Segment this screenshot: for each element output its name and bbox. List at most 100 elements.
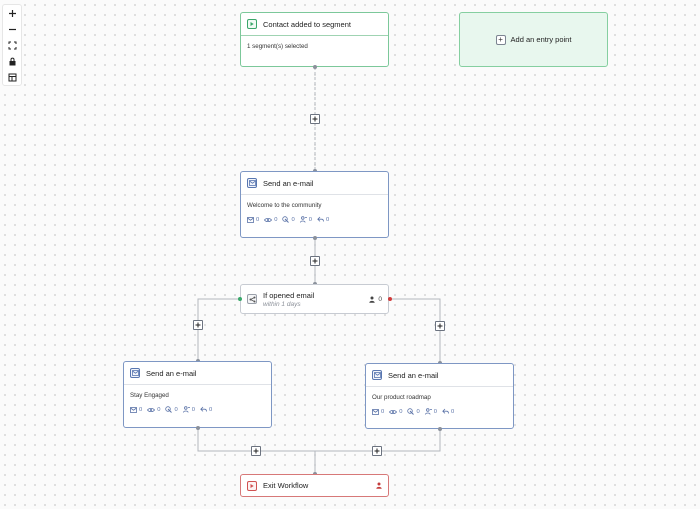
envelope-icon [372, 408, 379, 415]
email-node-title: Send an e-mail [388, 370, 439, 380]
sent-count: 0 [381, 408, 385, 415]
replied-stat: 0 [200, 406, 212, 413]
condition-node[interactable]: If opened email within 1 days 0 [240, 284, 389, 314]
exit-title: Exit Workflow [263, 481, 309, 490]
envelope-icon [247, 216, 254, 223]
zoom-out-button[interactable] [3, 21, 21, 37]
user-minus-icon [182, 406, 190, 413]
email-icon [247, 178, 257, 188]
condition-count: 0 [378, 295, 382, 303]
clicked-stat: 0 [165, 406, 178, 413]
person-icon [369, 296, 376, 303]
clicked-count: 0 [416, 408, 420, 415]
sent-stat: 0 [247, 217, 259, 223]
email-output-handle[interactable] [438, 427, 442, 431]
email-node-header: Send an e-mail [366, 364, 513, 387]
email-node-header: Send an e-mail [241, 172, 388, 195]
condition-node-content: If opened email within 1 days 0 [241, 285, 388, 313]
connector-yes-branch [197, 298, 240, 361]
add-step-button-right-merge[interactable] [372, 446, 382, 456]
replied-count: 0 [325, 216, 330, 223]
condition-contacts: 0 [369, 296, 382, 303]
opened-count: 0 [274, 216, 278, 223]
trigger-detail: 1 segment(s) selected [247, 43, 308, 50]
plus-icon [374, 448, 380, 454]
minus-icon [8, 28, 16, 30]
opened-stat: 0 [264, 217, 277, 223]
replied-count: 0 [208, 406, 213, 413]
email-node-welcome[interactable]: Send an e-mail Welcome to the community … [240, 171, 389, 238]
email-node-roadmap[interactable]: Send an e-mail Our product roadmap 0 0 0… [365, 363, 514, 429]
trigger-node[interactable]: Contact added to segment 1 segment(s) se… [240, 12, 389, 67]
add-step-button-yes-branch[interactable] [193, 320, 203, 330]
condition-title: If opened email [263, 290, 315, 300]
lock-icon [9, 57, 15, 65]
email-node-header: Send an e-mail [124, 362, 271, 385]
add-entry-point-button[interactable]: + Add an entry point [459, 12, 608, 67]
zoom-in-button[interactable] [3, 5, 21, 21]
email-node-body: Welcome to the community 0 0 0 0 0 [241, 195, 388, 223]
opened-stat: 0 [147, 407, 160, 413]
opened-count: 0 [399, 408, 403, 415]
exit-workflow-node[interactable]: Exit Workflow [240, 474, 389, 497]
trigger-title: Contact added to segment [263, 19, 351, 29]
trigger-play-icon [247, 19, 257, 29]
email-icon [130, 368, 140, 378]
email-subject: Stay Engaged [130, 392, 169, 399]
opened-count: 0 [157, 406, 161, 413]
click-icon [407, 408, 415, 415]
email-stats: 0 0 0 0 0 [247, 216, 382, 223]
replied-stat: 0 [317, 216, 329, 223]
add-step-button[interactable] [310, 256, 320, 266]
connector-no-branch [390, 298, 441, 363]
email-stats: 0 0 0 0 0 [372, 408, 507, 415]
add-step-button-no-branch[interactable] [435, 321, 445, 331]
email-node-body: Stay Engaged 0 0 0 0 0 [124, 385, 271, 413]
condition-no-handle[interactable] [388, 297, 392, 301]
sent-count: 0 [256, 216, 260, 223]
plus-icon [195, 322, 201, 328]
plus-icon [312, 116, 318, 122]
user-minus-icon [299, 216, 307, 223]
user-minus-icon [424, 408, 432, 415]
person-icon [376, 482, 382, 489]
sent-stat: 0 [130, 407, 142, 413]
plus-icon [8, 9, 16, 17]
opened-stat: 0 [389, 409, 402, 415]
eye-icon [389, 409, 398, 414]
condition-yes-handle[interactable] [238, 297, 242, 301]
clicked-count: 0 [291, 216, 295, 223]
unsubscribed-stat: 0 [299, 216, 312, 223]
envelope-icon [130, 406, 137, 413]
canvas-toolbar [2, 4, 22, 86]
unsubscribed-stat: 0 [424, 408, 437, 415]
fit-view-icon [8, 41, 16, 49]
unsubscribed-count: 0 [433, 408, 437, 415]
replied-count: 0 [450, 408, 455, 415]
condition-subtitle: within 1 days [263, 300, 301, 308]
eye-icon [264, 217, 273, 222]
email-output-handle[interactable] [196, 426, 200, 430]
entry-point-label: Add an entry point [510, 35, 572, 44]
trigger-output-handle[interactable] [313, 65, 317, 69]
minimap-button[interactable] [3, 69, 21, 85]
map-icon [8, 73, 16, 81]
email-node-body: Our product roadmap 0 0 0 0 0 [366, 387, 513, 415]
email-node-stay-engaged[interactable]: Send an e-mail Stay Engaged 0 0 0 0 0 [123, 361, 272, 428]
add-step-button-left-merge[interactable] [251, 446, 261, 456]
email-icon [372, 370, 382, 380]
clicked-stat: 0 [407, 408, 420, 415]
fit-view-button[interactable] [3, 37, 21, 53]
replied-stat: 0 [442, 408, 454, 415]
add-step-button[interactable] [310, 114, 320, 124]
plus-icon [312, 258, 318, 264]
exit-icon [247, 480, 257, 491]
sent-stat: 0 [372, 409, 384, 415]
unsubscribed-count: 0 [191, 406, 195, 413]
click-icon [282, 216, 290, 223]
lock-button[interactable] [3, 53, 21, 69]
email-output-handle[interactable] [313, 236, 317, 240]
sent-count: 0 [139, 406, 143, 413]
unsubscribed-count: 0 [308, 216, 312, 223]
